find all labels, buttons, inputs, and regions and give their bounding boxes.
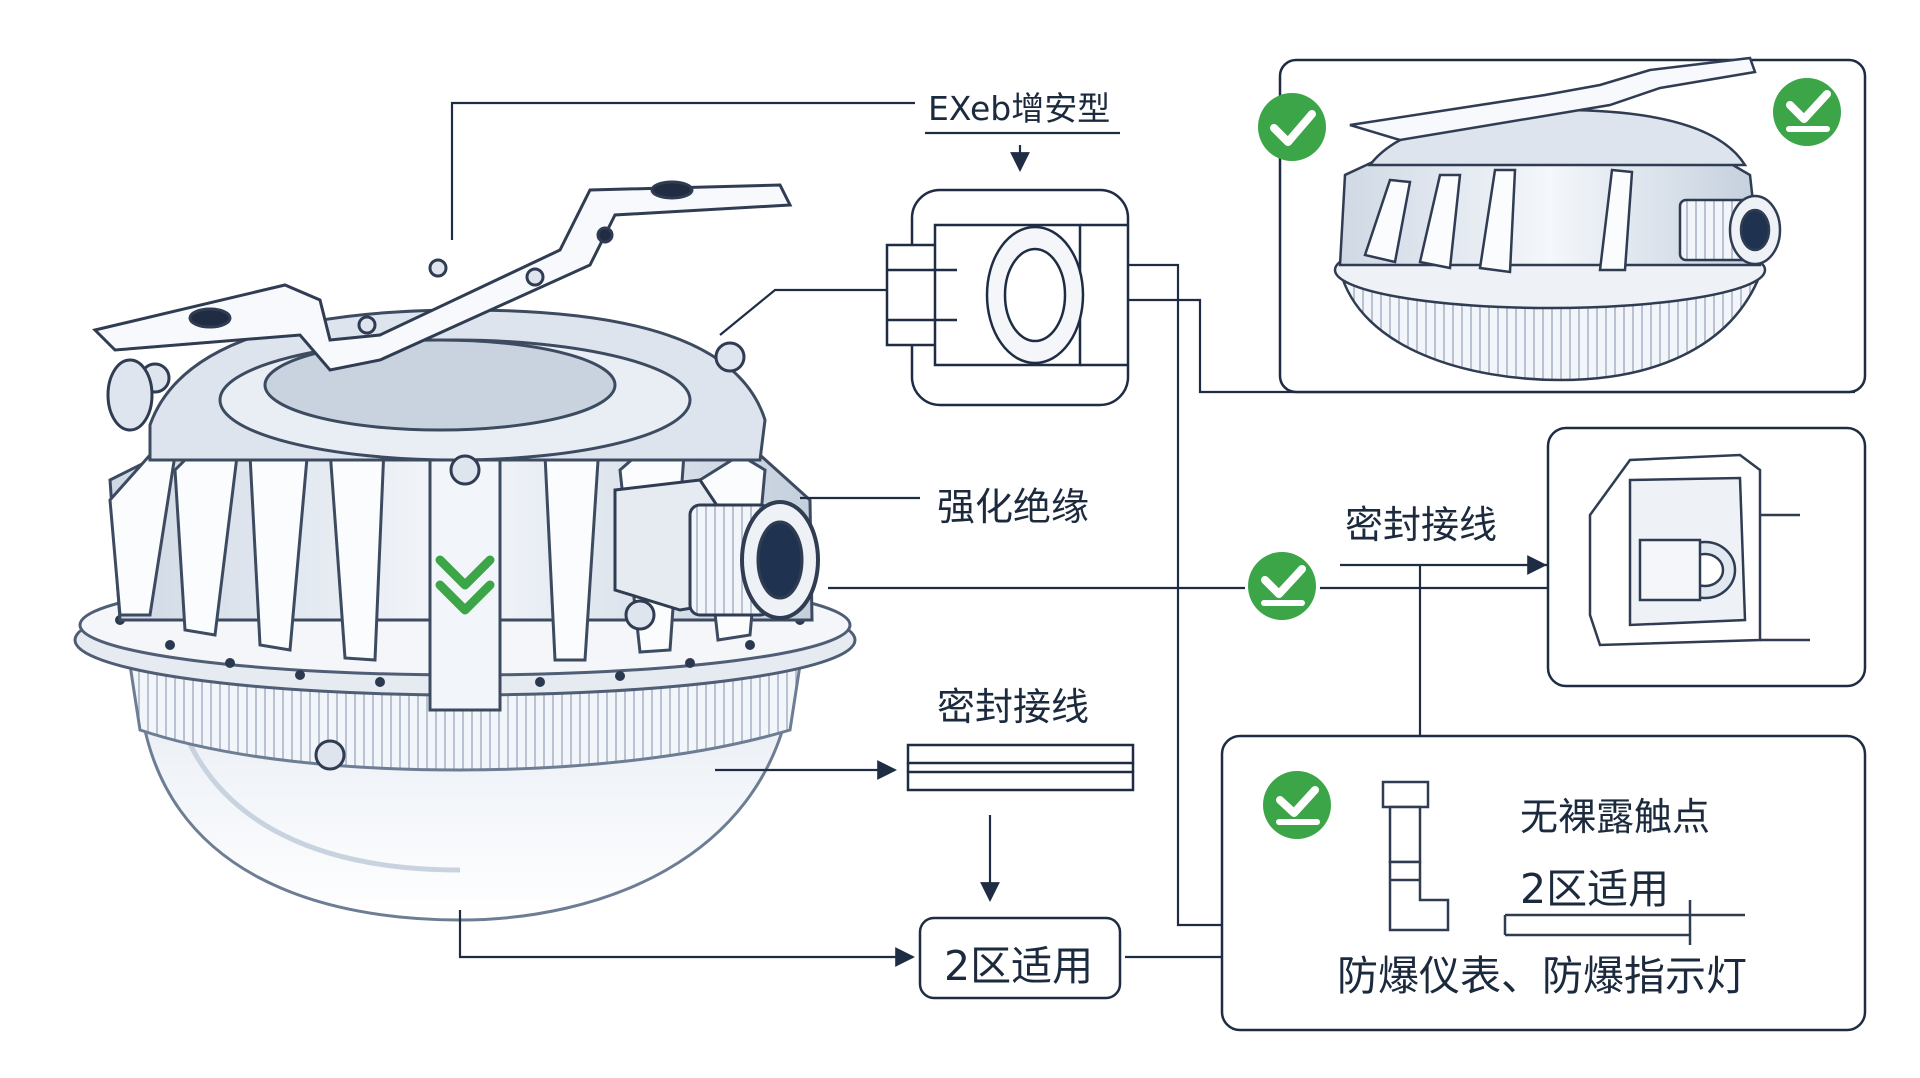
zone-right-label: 2区适用 <box>1520 865 1670 913</box>
cable-gland <box>613 478 820 620</box>
seal-plate-drawing <box>906 743 1135 792</box>
chevron-down-icon <box>435 555 495 615</box>
panel-top-right <box>1278 56 1867 394</box>
terminal-connector-drawing <box>1588 453 1810 647</box>
exeb-label: EXeb增安型 <box>928 89 1111 128</box>
mini-luminaire-illustration <box>1333 56 1782 382</box>
check-badge-icon <box>1263 771 1331 839</box>
insulation-label: 强化绝缘 <box>937 485 1090 529</box>
exeb-detail-drawing <box>885 188 1130 407</box>
seal-label-top: 密封接线 <box>1345 503 1498 547</box>
main-luminaire-illustration <box>73 180 857 922</box>
applications-label: 防爆仪表、防爆指示灯 <box>1337 952 1747 1000</box>
conduit-fitting-drawing <box>1381 780 1745 945</box>
seal-label-bottom: 密封接线 <box>937 685 1090 729</box>
zone-box-label: 2区适用 <box>944 942 1094 990</box>
mounting-bracket <box>92 180 793 372</box>
check-badge-icon <box>1773 78 1841 146</box>
panel-bottom-right <box>1220 734 1867 1032</box>
zone-box-frame <box>918 916 1122 1000</box>
check-badge-icon <box>1248 552 1316 620</box>
no-contact-label: 无裸露触点 <box>1520 795 1711 839</box>
check-badge-icon <box>1258 93 1326 161</box>
panel-mid-right <box>1546 426 1867 688</box>
